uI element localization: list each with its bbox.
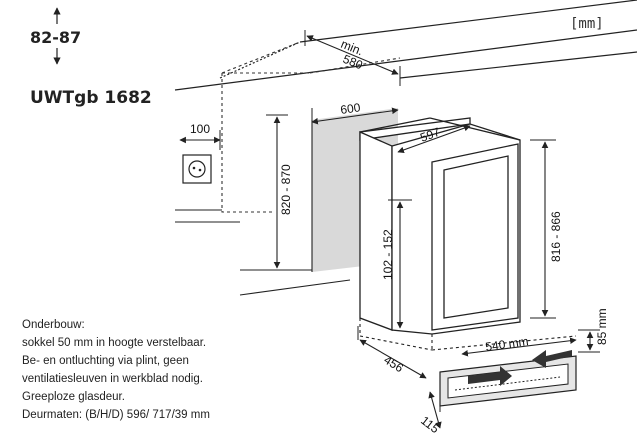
door-lower-dim: [388, 199, 412, 329]
airflow-out-arrow: [532, 350, 572, 368]
plinth-offset-dim: [428, 391, 442, 429]
niche-width-value: 600: [339, 100, 361, 117]
niche-depth-dim: [304, 30, 401, 86]
niche-height-dim: [266, 114, 288, 271]
niche-height-value: 820 - 870: [279, 164, 293, 215]
plinth-height-value: 85 mm: [595, 308, 609, 345]
socket-offset-value: 100: [190, 122, 210, 136]
airflow-arrows: [468, 350, 572, 386]
worktop: [174, 0, 637, 91]
power-socket: [182, 154, 212, 184]
plinth-height-dim: [578, 329, 600, 353]
plinth-offset-value: 115: [418, 413, 442, 436]
plinth: [439, 355, 577, 412]
description-line: ventilatiesleuven in werkblad nodig.: [22, 373, 203, 385]
description-line: Be- en ontluchting via plint, geen: [22, 355, 189, 367]
description-block: Onderbouw: sokkel 50 mm in hoogte verste…: [22, 316, 282, 424]
description-line: Greeploze glasdeur.: [22, 391, 125, 403]
description-line: Onderbouw:: [22, 319, 85, 331]
appliance-height-dim: [530, 139, 556, 319]
plinth-depth-dim: [461, 337, 577, 357]
model-name: UWTgb 1682: [30, 88, 152, 108]
airflow-in-arrow: [468, 366, 512, 386]
description-line: sokkel 50 mm in hoogte verstelbaar.: [22, 337, 207, 349]
appliance-width-dim: [397, 124, 471, 154]
plinth-depth-value: 540 mm: [484, 334, 529, 354]
appliance-depth-value: 456: [381, 353, 406, 376]
description-line: Deurmaten: (B/H/D) 596/ 717/39 mm: [22, 409, 210, 421]
wine-cabinet: [359, 117, 521, 335]
niche-depth-min-value: 580: [341, 52, 365, 73]
niche-outline: [221, 41, 401, 213]
door-lower-value: 102 - 152: [381, 229, 395, 280]
appliance-width-value: 597: [418, 125, 442, 145]
appliance-height-value: 816 - 866: [549, 211, 563, 262]
appliance-depth-dim: [357, 326, 427, 379]
unit-label: [mm]: [570, 16, 604, 32]
socket-offset-dim: [179, 130, 221, 150]
depth-range-label: 82-87: [30, 28, 82, 47]
niche-width-dim: [311, 107, 399, 128]
